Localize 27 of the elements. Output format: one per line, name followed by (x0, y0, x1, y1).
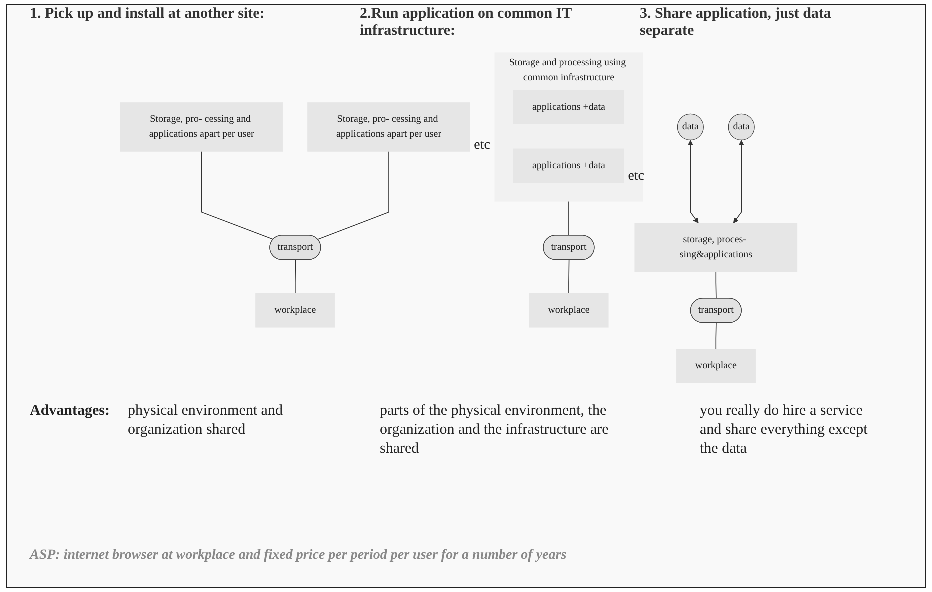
connector (201, 151, 274, 240)
column-heading: 2.Run application on common IT infrastructure: (360, 6, 573, 40)
connector (716, 322, 717, 350)
note-text: parts of the physical environment, the organization and the infrastructure are shared (380, 402, 610, 459)
connector (317, 151, 390, 240)
node-box: workplace (676, 349, 756, 384)
column-heading: 3. Share application, just data separate (640, 6, 832, 40)
note-text: etc (628, 168, 645, 185)
note-text: physical environment and organization shared (128, 402, 284, 440)
node-box: workplace (529, 293, 609, 328)
arrow (688, 140, 699, 224)
node-box: workplace (256, 293, 336, 328)
arrow (733, 140, 744, 224)
footnote: ASP: internet browser at workplace and fixed price per period per user for a number of years (30, 548, 567, 564)
connector (568, 260, 570, 294)
node-circle: data (728, 114, 755, 141)
node-box: Storage, pro- cessing and applications apart per user (308, 102, 470, 152)
note-text: you really do hire a service and share everything except the data (700, 402, 869, 459)
node-circle: data (677, 114, 704, 141)
advantages-heading: Advantages: (30, 402, 110, 421)
note-text: etc (474, 138, 490, 154)
connector (716, 272, 717, 300)
connector (568, 201, 570, 236)
node-box: storage, proces- sing&applications (634, 223, 798, 272)
column-heading: 1. Pick up and install at another site: (30, 6, 266, 23)
node-box: Storage, pro- cessing and applications apart per user (120, 102, 284, 152)
connector (295, 260, 296, 294)
